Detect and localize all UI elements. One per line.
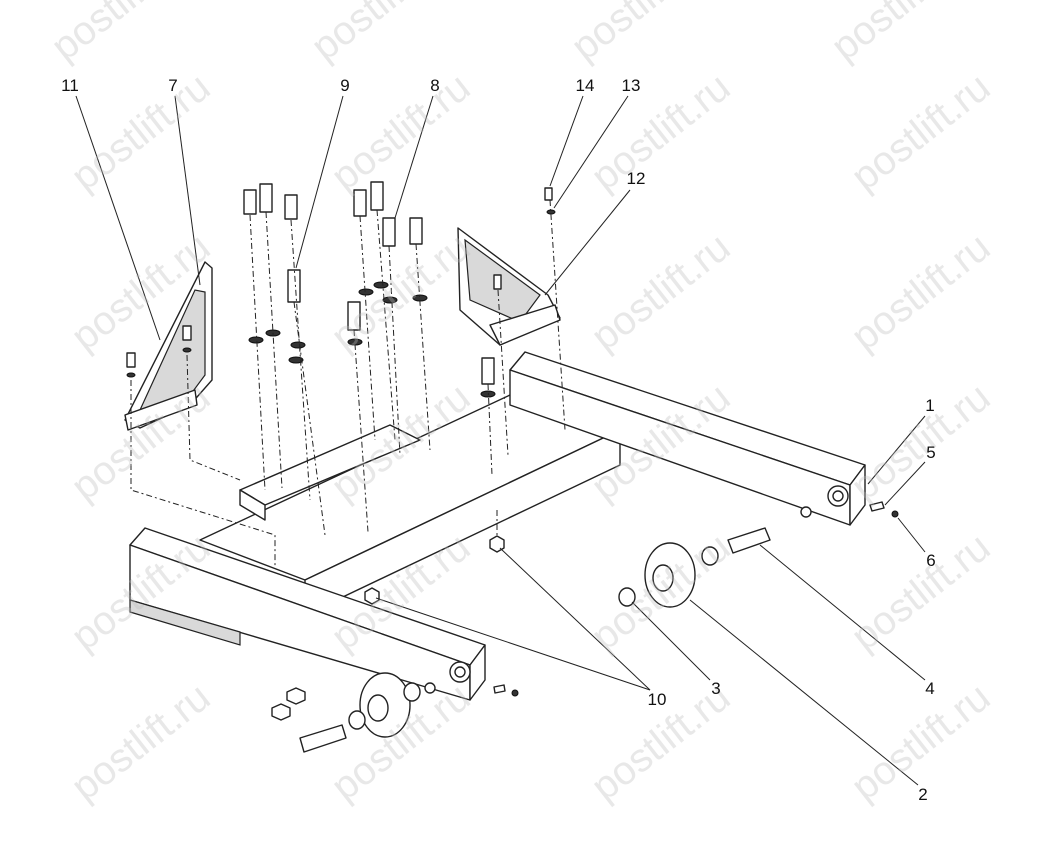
callout-11: 11	[61, 76, 79, 95]
callout-3: 3	[711, 679, 721, 698]
right-gusset-plate	[457, 227, 561, 346]
left-wheel-assembly	[271, 587, 519, 753]
callout-6: 6	[926, 551, 936, 570]
left-gusset-plate	[124, 261, 213, 431]
callout-1: 1	[925, 396, 935, 415]
callout-12: 12	[626, 169, 646, 188]
callout-9: 9	[340, 76, 350, 95]
callout-4: 4	[925, 679, 935, 698]
bolts	[126, 181, 553, 385]
right-wheel-assembly	[489, 501, 899, 608]
right-arm	[509, 351, 866, 526]
callout-10: 10	[647, 690, 667, 709]
washers	[126, 209, 556, 398]
callout-5: 5	[926, 443, 936, 462]
callout-14: 14	[575, 76, 595, 95]
callout-13: 13	[621, 76, 641, 95]
center-crossbeam	[199, 394, 621, 616]
callout-8: 8	[430, 76, 440, 95]
assembly-lines	[130, 199, 566, 568]
left-arm	[129, 527, 486, 701]
callout-7: 7	[168, 76, 178, 95]
callout-2: 2	[918, 785, 928, 804]
leader-lines	[75, 95, 926, 786]
